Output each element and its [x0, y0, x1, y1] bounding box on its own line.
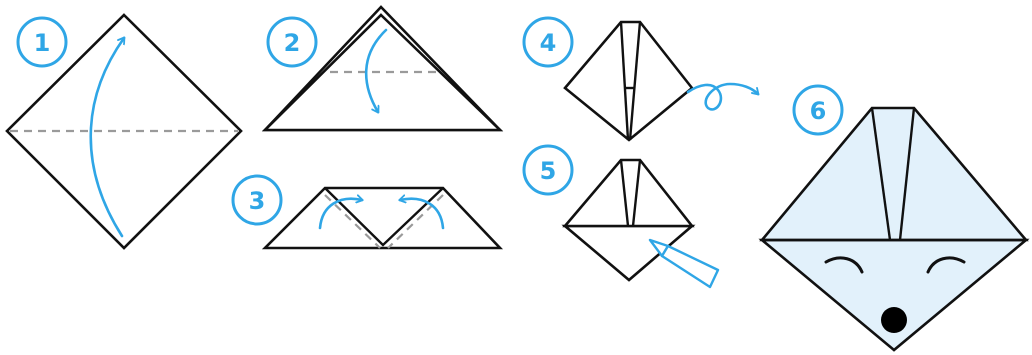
nose — [881, 307, 907, 333]
step-number: 1 — [34, 29, 51, 57]
step-number: 2 — [284, 29, 301, 57]
step-5: 5 — [524, 146, 718, 287]
step-3: 3 — [233, 176, 500, 248]
step-4: 4 — [524, 18, 758, 140]
paper-shape — [565, 22, 692, 140]
step-number: 5 — [540, 157, 557, 185]
step-number: 6 — [810, 97, 827, 125]
step-2: 2 — [265, 7, 500, 130]
pencil-icon — [650, 240, 718, 287]
step-number: 3 — [249, 187, 266, 215]
paper-trapezoid — [265, 188, 500, 248]
turn-over-arrow — [688, 84, 758, 109]
paper-top — [565, 160, 692, 226]
fox-face — [762, 240, 1026, 350]
step-number: 4 — [540, 29, 557, 57]
step-1: 1 — [7, 15, 241, 248]
step-6: 6 — [762, 86, 1026, 350]
